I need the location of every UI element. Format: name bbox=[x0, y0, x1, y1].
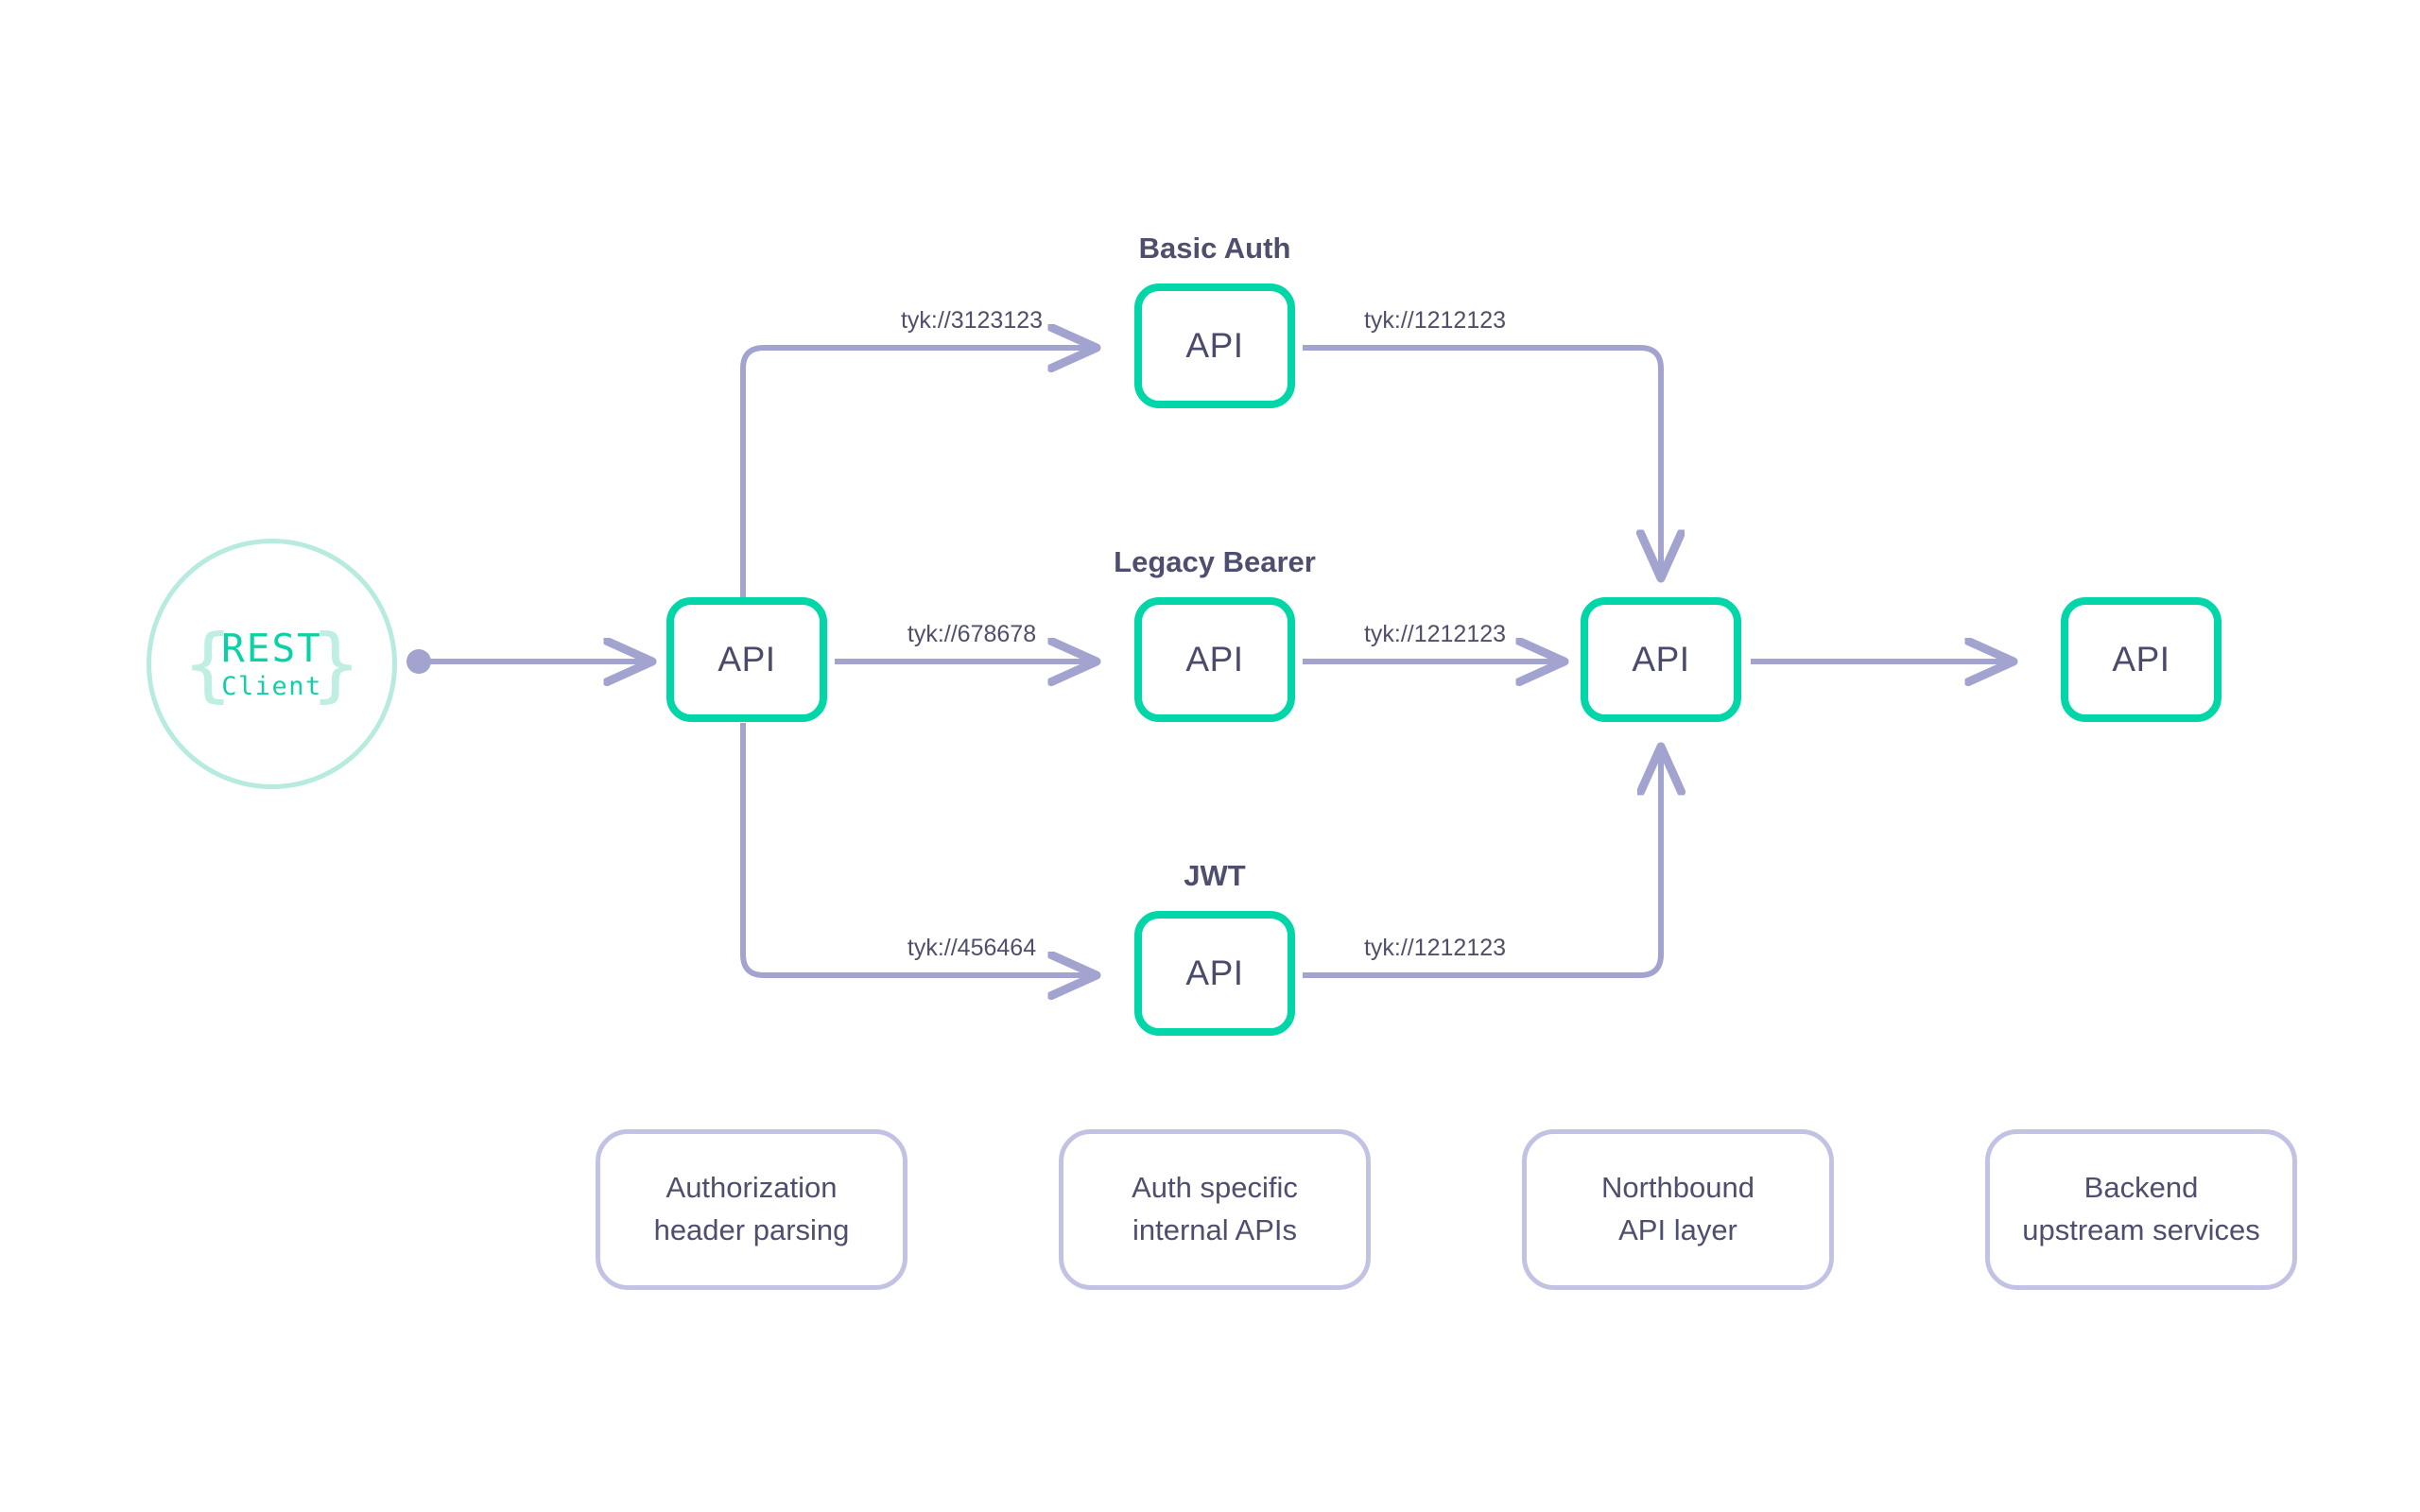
api-node-gateway[interactable]: API bbox=[666, 597, 827, 722]
caption-auth-specific-internal-apis: Auth specific internal APIs bbox=[1059, 1129, 1371, 1290]
section-title-jwt: JWT bbox=[1184, 859, 1246, 892]
brace-left-icon: { bbox=[183, 616, 233, 712]
section-title-basic-auth: Basic Auth bbox=[1138, 232, 1291, 265]
rest-client-title: REST bbox=[221, 626, 322, 672]
caption-backend-upstream-services: Backend upstream services bbox=[1985, 1129, 2297, 1290]
wire-basic-auth-to-northbound bbox=[1303, 345, 1661, 578]
section-title-legacy-bearer: Legacy Bearer bbox=[1114, 545, 1316, 578]
caption-line-2: header parsing bbox=[653, 1213, 850, 1246]
api-node-northbound[interactable]: API bbox=[1581, 597, 1741, 722]
wire-gateway-to-basic-auth bbox=[740, 348, 1097, 597]
api-node-legacy-bearer[interactable]: API bbox=[1134, 597, 1295, 722]
api-node-jwt[interactable]: API bbox=[1134, 911, 1295, 1036]
rest-client-subtitle: Client bbox=[221, 671, 322, 701]
edge-label-basic-auth-out: tyk://1212123 bbox=[1363, 307, 1507, 334]
edge-label-jwt-out: tyk://1212123 bbox=[1363, 935, 1507, 961]
caption-line-1: Northbound bbox=[1600, 1171, 1754, 1205]
caption-line-1: Authorization bbox=[666, 1171, 838, 1205]
caption-northbound-api-layer: Northbound API layer bbox=[1522, 1129, 1834, 1290]
caption-line-1: Backend bbox=[2083, 1171, 2199, 1205]
edge-label-to-basic-auth: tyk://3123123 bbox=[900, 307, 1044, 334]
caption-authorization-header-parsing: Authorization header parsing bbox=[596, 1129, 908, 1290]
client-origin-dot bbox=[406, 649, 431, 674]
wire-gateway-to-jwt bbox=[740, 723, 1097, 975]
caption-line-2: internal APIs bbox=[1132, 1213, 1298, 1246]
api-node-basic-auth[interactable]: API bbox=[1134, 284, 1295, 408]
rest-client-node: { } REST Client bbox=[147, 539, 397, 789]
brace-right-icon: } bbox=[311, 616, 360, 712]
caption-line-2: upstream services bbox=[2022, 1213, 2260, 1246]
api-node-backend[interactable]: API bbox=[2061, 597, 2221, 722]
edge-label-to-legacy-bearer: tyk://678678 bbox=[907, 621, 1037, 647]
caption-line-1: Auth specific bbox=[1132, 1171, 1298, 1205]
wire-jwt-to-northbound bbox=[1303, 747, 1661, 978]
edge-label-to-jwt: tyk://456464 bbox=[907, 935, 1037, 961]
caption-line-2: API layer bbox=[1618, 1213, 1737, 1246]
edge-label-legacy-out: tyk://1212123 bbox=[1363, 621, 1507, 647]
